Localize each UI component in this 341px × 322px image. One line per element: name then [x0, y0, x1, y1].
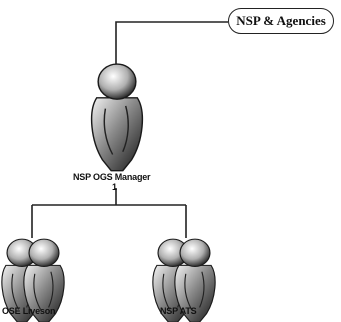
manager-node-label: NSP OGS Manager: [73, 172, 151, 182]
manager-count-label: 1: [112, 182, 117, 192]
connector-root-to-manager: [115, 21, 228, 64]
root-node-label: NSP & Agencies: [228, 8, 334, 34]
connector-manager-to-groups: [31, 188, 187, 238]
right-group-node-label: NSP ATS: [160, 306, 197, 316]
left-group-node-label: OSE Liveson: [2, 306, 56, 316]
manager-person-icon: [90, 63, 144, 172]
